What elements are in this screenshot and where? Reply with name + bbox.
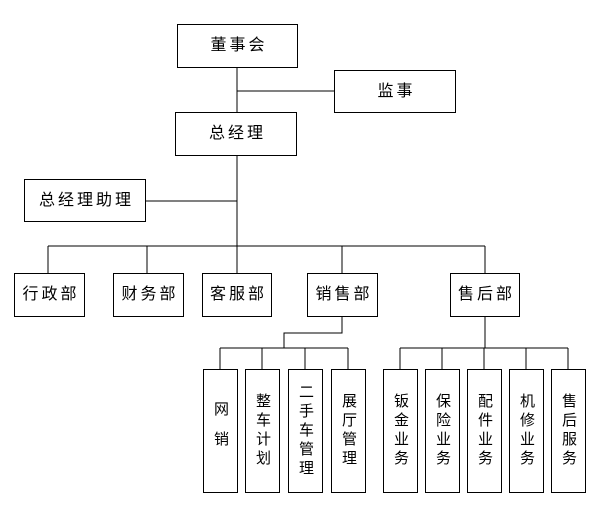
- node-subunit-label: 机修业务: [518, 393, 535, 469]
- node-aftersales-parts: 配件业务: [467, 369, 502, 493]
- node-sales-vehicle-planning: 整车计划: [245, 369, 280, 493]
- node-sales-showroom: 展厅管理: [331, 369, 366, 493]
- node-supervisor-label: 监事: [377, 82, 416, 100]
- connector-sales-bus: [219, 347, 349, 369]
- node-dept-sales: 销售部: [307, 273, 378, 317]
- node-subunit-label: 整车计划: [254, 393, 271, 469]
- node-aftersales-repair: 机修业务: [509, 369, 544, 493]
- node-subunit-label: 保险业务: [434, 393, 451, 469]
- node-board: 董事会: [177, 24, 298, 68]
- connector-department-bus: [47, 245, 486, 273]
- node-aftersales-insurance: 保险业务: [425, 369, 460, 493]
- node-dept-label: 客服部: [209, 286, 267, 303]
- node-subunit-label: 配件业务: [476, 393, 493, 469]
- node-aftersales-sheet-metal: 钣金业务: [383, 369, 418, 493]
- node-dept-finance: 财务部: [113, 273, 184, 317]
- node-dept-label: 行政部: [22, 286, 80, 303]
- node-dept-label: 售后部: [457, 286, 515, 303]
- node-sales-online: 网销: [203, 369, 238, 493]
- node-dept-administration: 行政部: [14, 273, 85, 317]
- node-gm-assistant-label: 总经理助理: [38, 191, 134, 209]
- node-supervisor: 监事: [334, 70, 456, 113]
- node-subunit-label: 网销: [212, 401, 229, 461]
- node-dept-aftersales: 售后部: [450, 273, 520, 317]
- node-subunit-label: 二手车管理: [297, 383, 314, 479]
- connector-aftersales-bus: [399, 347, 569, 369]
- node-gm-assistant: 总经理助理: [24, 179, 146, 222]
- node-dept-customer-service: 客服部: [202, 273, 272, 317]
- node-subunit-label: 售后服务: [560, 393, 577, 469]
- node-aftersales-service: 售后服务: [551, 369, 586, 493]
- node-general-manager: 总经理: [175, 112, 297, 156]
- connector-sales-stem: [283, 317, 343, 348]
- node-sales-used-car: 二手车管理: [288, 369, 323, 493]
- node-dept-label: 销售部: [315, 286, 373, 303]
- node-subunit-label: 展厅管理: [340, 393, 357, 469]
- node-general-manager-label: 总经理: [208, 125, 266, 142]
- node-subunit-label: 钣金业务: [392, 393, 409, 469]
- node-dept-label: 财务部: [121, 286, 179, 303]
- node-board-label: 董事会: [210, 37, 268, 54]
